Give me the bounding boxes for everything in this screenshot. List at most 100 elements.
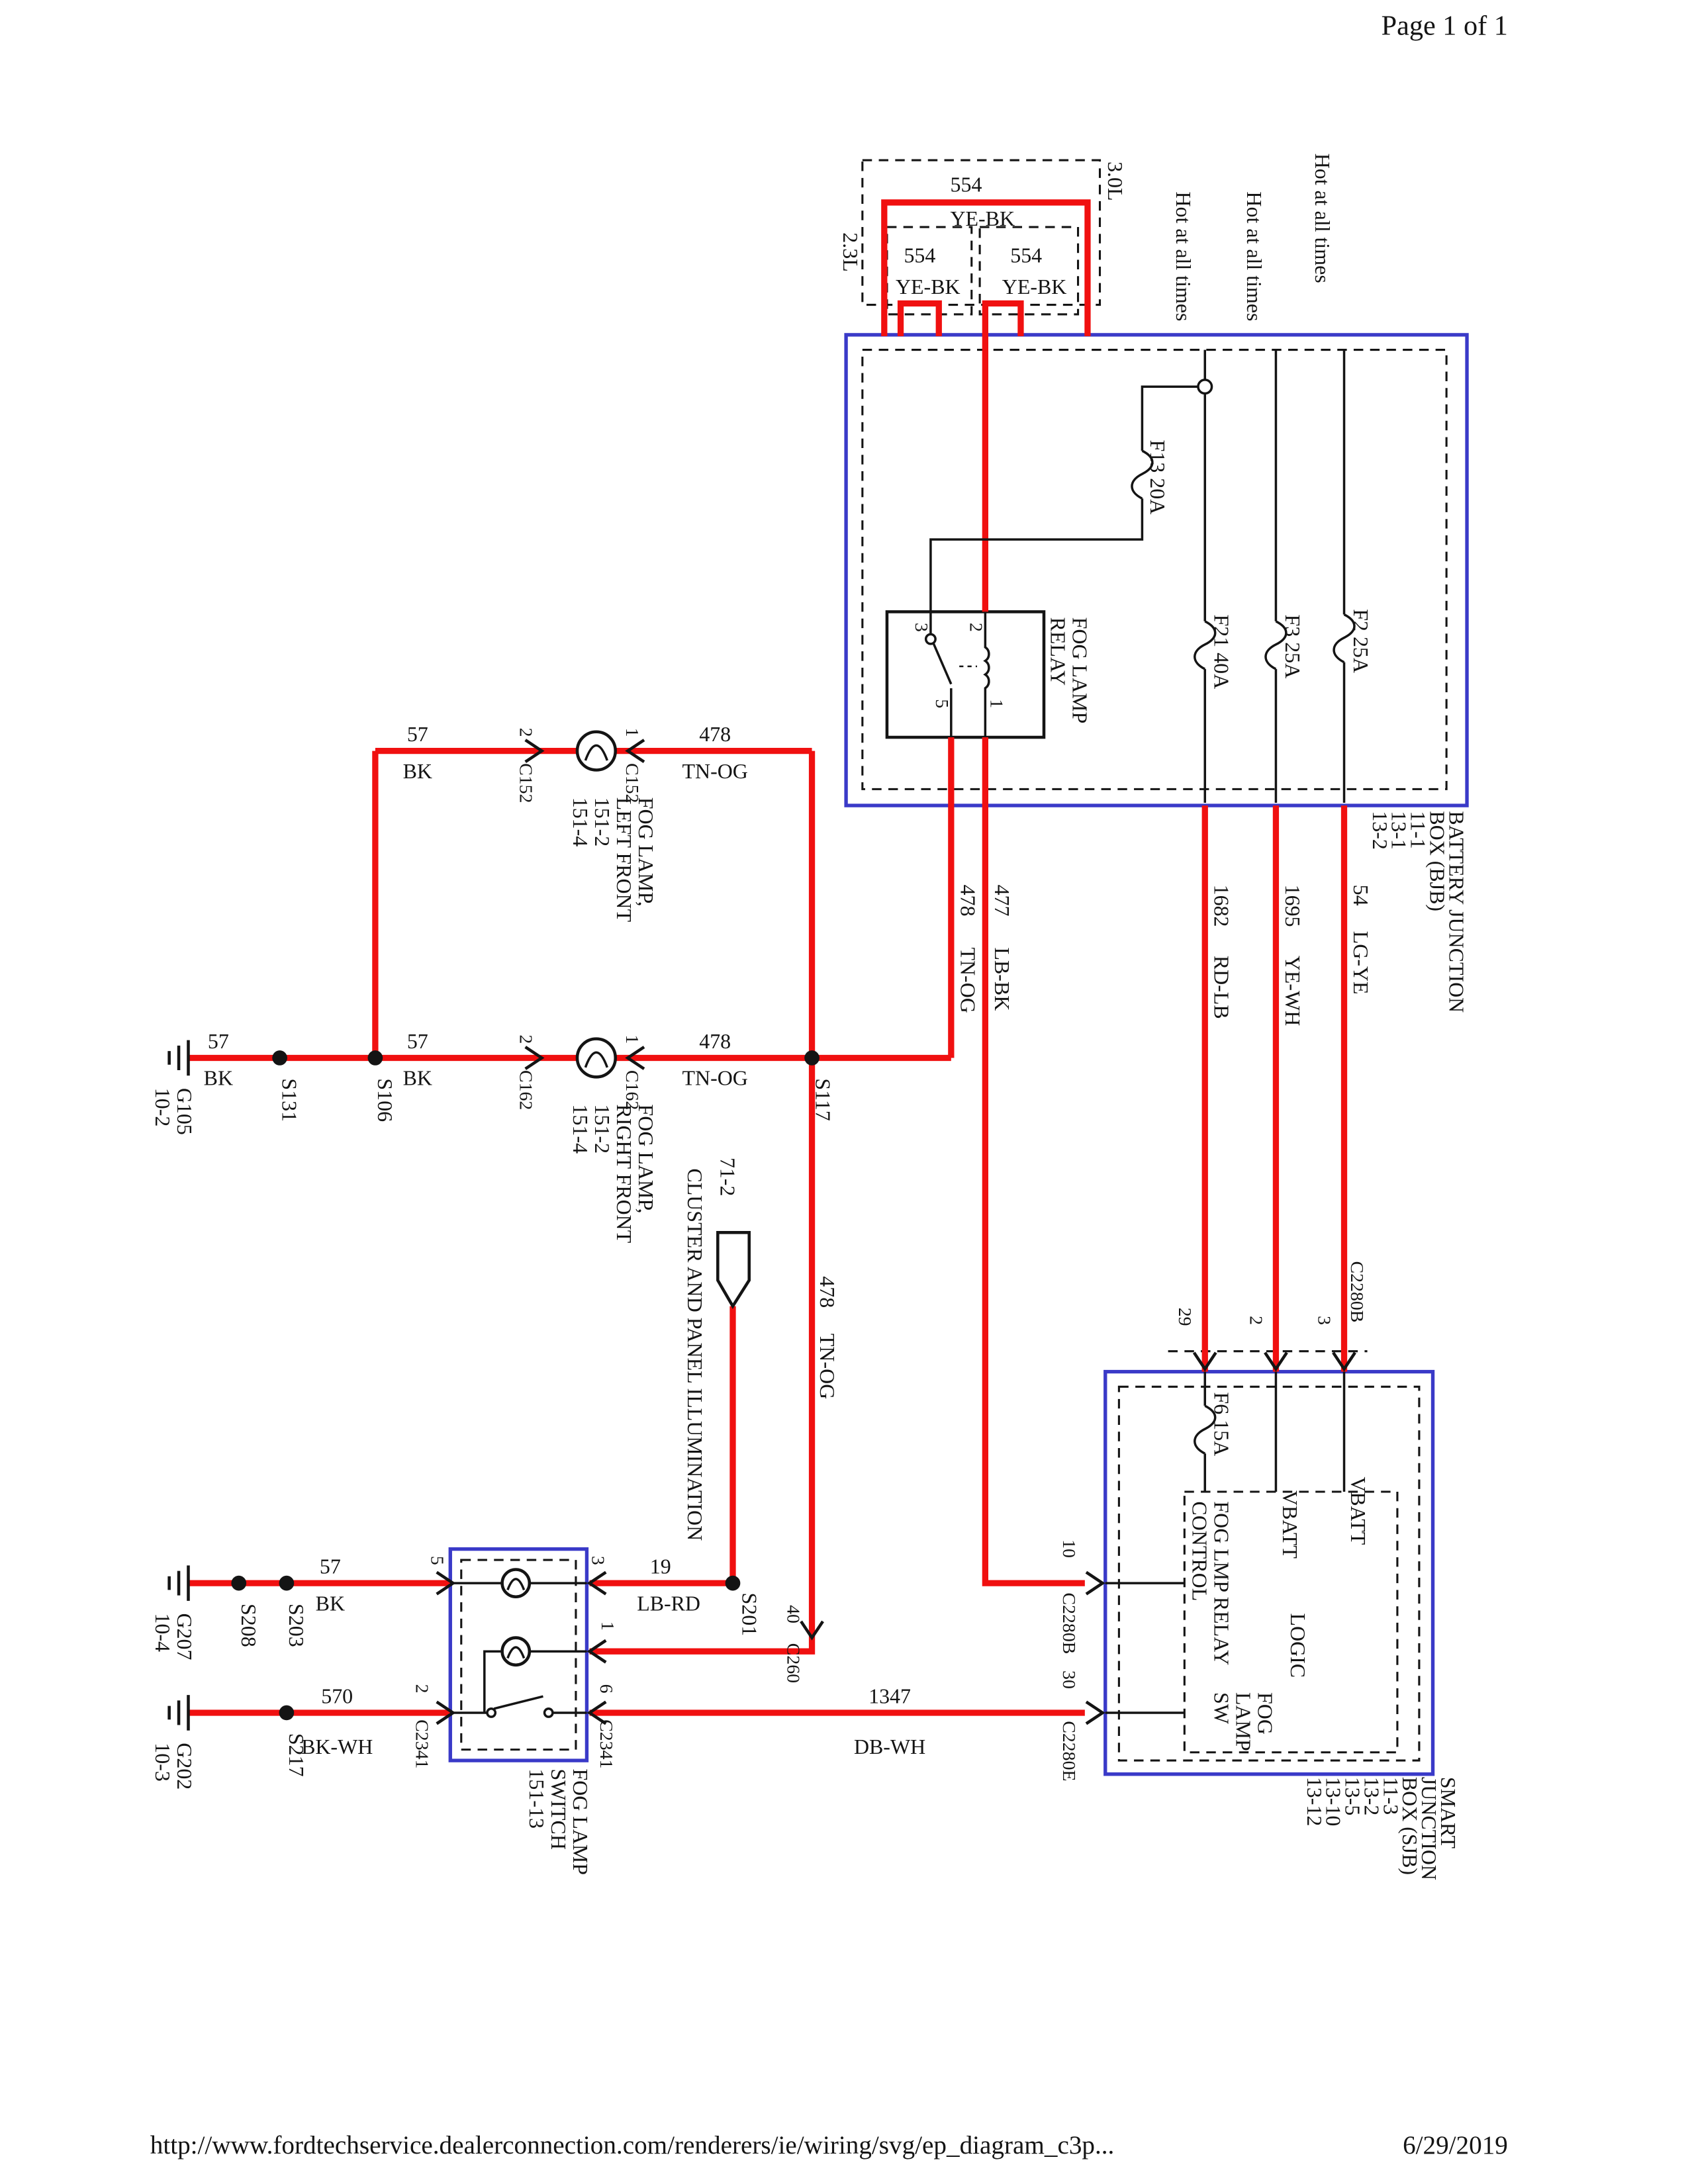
sjb-pin3-arrow-icon <box>1332 1351 1356 1372</box>
wire-554-23l-path-a <box>897 300 942 336</box>
offpage-connector-icon <box>716 1231 751 1310</box>
connector-c260-pin-label: 40 <box>782 1605 803 1623</box>
sjb-vbatt1-label: VBATT <box>1278 1490 1301 1559</box>
smart-junction-box <box>1103 1369 1435 1776</box>
switch-lamp1-filament-icon <box>506 1578 526 1591</box>
lamp-right-pin1-label: 1 <box>622 1034 642 1044</box>
sjb-pin29-label: 29 <box>1174 1308 1195 1326</box>
connector-c162-pin1-arrow-icon <box>625 1046 645 1070</box>
connector-c152-pin2-arrow-icon <box>524 739 545 764</box>
splice-s201-dot <box>725 1575 741 1591</box>
lamp-right-conn-label-b: C162 <box>622 1070 642 1110</box>
rotated-labels: 3.0L 2.3L Hot at all times Hot at all ti… <box>151 154 1468 1880</box>
wire-54-color-label: LG-YE <box>1349 931 1372 995</box>
splice-s203-dot <box>279 1575 295 1591</box>
ground-g207-icon <box>167 1565 190 1601</box>
splice-s117-dot <box>804 1050 820 1066</box>
splice-s208-dot <box>231 1575 247 1591</box>
switch-pin5-arrow-icon <box>436 1570 456 1596</box>
wire-57-right-number-label: 57 <box>407 1030 428 1053</box>
bjb-ref-2: 13-1 <box>1387 811 1411 850</box>
sjb-c2280e-label: C2280E <box>1058 1721 1079 1781</box>
sjb-pin2-label: 2 <box>1245 1316 1266 1325</box>
wire-478-mid-color-label: TN-OG <box>816 1334 839 1399</box>
wire-57-switch-color-label: BK <box>316 1592 345 1615</box>
footer-url: http://www.fordtechservice.dealerconnect… <box>150 2131 1115 2160</box>
splice-s106-label: S106 <box>373 1078 397 1122</box>
ground-g207-label: G207 <box>173 1613 196 1660</box>
page-number: Page 1 of 1 <box>1382 10 1508 41</box>
wire-477-color-label: LB-BK <box>990 947 1013 1011</box>
footer-date: 6/29/2019 <box>1403 2131 1508 2160</box>
wire-1695-color-label: YE-WH <box>1281 956 1304 1026</box>
wire-57-ground-color-label: BK <box>204 1067 233 1090</box>
fuse-f21-icon <box>1194 620 1217 670</box>
lamp-right-conn-label-a: C162 <box>515 1070 536 1110</box>
sjb-c2280b-top-label: C2280B <box>1346 1261 1367 1323</box>
wire-1347-number-label: 1347 <box>868 1685 911 1708</box>
splice-s131-dot <box>272 1050 287 1066</box>
bjb-ref-1: 11-1 <box>1407 811 1430 848</box>
wire-554b-number-label: 554 <box>1010 244 1042 267</box>
wire-477-number-label: 477 <box>990 885 1013 917</box>
switch-pin3-arrow-icon <box>586 1570 607 1596</box>
engine-30l-label: 3.0L <box>1103 161 1127 201</box>
fuse-f13-icon <box>1131 449 1154 500</box>
wire-1682-number-label: 1682 <box>1210 885 1233 927</box>
sjb-pin30-label: 30 <box>1058 1670 1079 1689</box>
splice-s201-label: S201 <box>737 1593 761 1637</box>
fuse-f13-label: F13 20A <box>1146 440 1169 515</box>
wire-478-mid-number-label: 478 <box>816 1276 839 1308</box>
lamp-right-name-line1: FOG LAMP, <box>634 1105 657 1214</box>
wire-19-number-label: 19 <box>650 1555 671 1578</box>
symbols <box>231 730 1356 1725</box>
wire-554a-number-label: 554 <box>904 244 935 267</box>
lamp-left-conn-label-a: C152 <box>515 763 536 803</box>
sjb-pin29-arrow-icon <box>1192 1351 1217 1372</box>
bjb-name-line2: BOX (BJB) <box>1425 811 1448 911</box>
fog-lamp-switch-box <box>448 1547 589 1762</box>
sjb-pin10-arrow-icon <box>1085 1570 1105 1596</box>
switch-indicator-lamp1-icon <box>500 1568 532 1598</box>
relay-pin5-label: 5 <box>931 699 952 708</box>
splice-s208-label: S208 <box>237 1604 260 1647</box>
lamp-left-conn-label-b: C152 <box>622 763 642 803</box>
engine-23l-variant-box-b <box>978 226 1080 316</box>
wire-570-color-label: BK-WH <box>301 1735 373 1758</box>
sjb-pin2-arrow-icon <box>1264 1351 1288 1372</box>
internal-circuits <box>167 349 1356 1731</box>
sjb-ref-2: 13-2 <box>1360 1777 1383 1816</box>
ground-g202-label: G202 <box>173 1743 196 1790</box>
page-chrome: Page 1 of 1 http://www.fordtechservice.d… <box>150 10 1508 2159</box>
lamp-left-name-line2: LEFT FRONT <box>612 797 635 922</box>
wire-554-30l-path <box>881 199 1091 336</box>
wire-478-right-number-label: 478 <box>699 1030 731 1053</box>
engine-30l-variant-box <box>861 159 1102 306</box>
sjb-fog-sw-line1: FOG <box>1254 1692 1277 1735</box>
sjb-pin10-label: 10 <box>1058 1539 1079 1558</box>
wire-57-switch-number-label: 57 <box>320 1555 341 1578</box>
relay-pin2-label: 2 <box>966 623 986 632</box>
sjb-fog-sw-line3: SW <box>1210 1692 1233 1725</box>
switch-pin2-arrow-icon <box>436 1700 456 1725</box>
wire-478-vert-number-label: 478 <box>956 885 979 917</box>
lamp-left-ref2: 151-4 <box>569 797 592 847</box>
wire-554-color-label: YE-BK <box>950 207 1015 230</box>
switch-ref-label: 151-13 <box>525 1768 548 1828</box>
wire-478-right-color-label: TN-OG <box>682 1067 748 1090</box>
switch-pin2-label: 2 <box>412 1684 432 1694</box>
ground-g105-icon <box>167 1040 190 1076</box>
wire-57-left-color-label: BK <box>403 760 432 783</box>
fog-lamp-left-filament-icon <box>584 744 608 761</box>
ground-g207-ref: 10-4 <box>151 1613 174 1652</box>
cluster-ref-label: 71-2 <box>716 1158 739 1197</box>
hot-at-all-times-label-3: Hot at all times <box>1311 154 1334 283</box>
relay-name-line1: FOG LAMP <box>1068 617 1091 724</box>
wire-554a-color-label: YE-BK <box>896 275 961 298</box>
fuse-f2-label: F2 25A <box>1349 609 1372 673</box>
sjb-name-line1: SMART <box>1436 1777 1460 1848</box>
boxes <box>448 159 1469 1776</box>
wire-1347-color-label: DB-WH <box>854 1735 925 1758</box>
